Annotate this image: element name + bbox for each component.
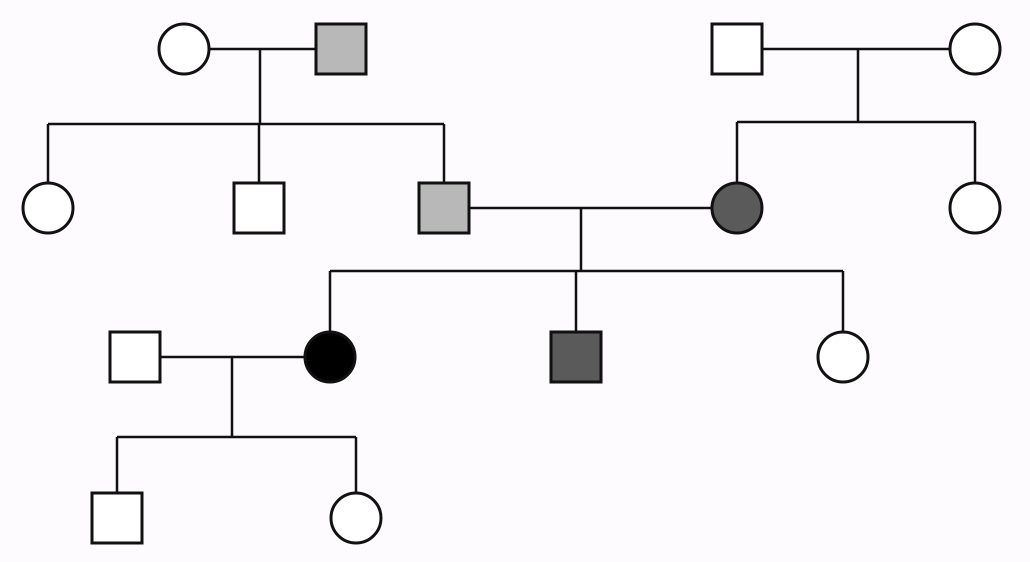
female-circle [948,181,1002,235]
female-circle [303,330,357,384]
male-square [710,22,764,76]
female-circle [710,181,764,235]
male-square [232,181,286,235]
male-square [90,491,144,545]
female-circle [21,181,75,235]
female-circle [157,22,211,76]
male-square [417,181,471,235]
male-square [108,330,162,384]
male-square [314,22,368,76]
pedigree-lines [46,47,977,493]
female-circle [816,330,870,384]
female-circle [948,22,1002,76]
male-square [549,330,603,384]
female-circle [329,491,383,545]
pedigree-symbols [21,22,1002,545]
